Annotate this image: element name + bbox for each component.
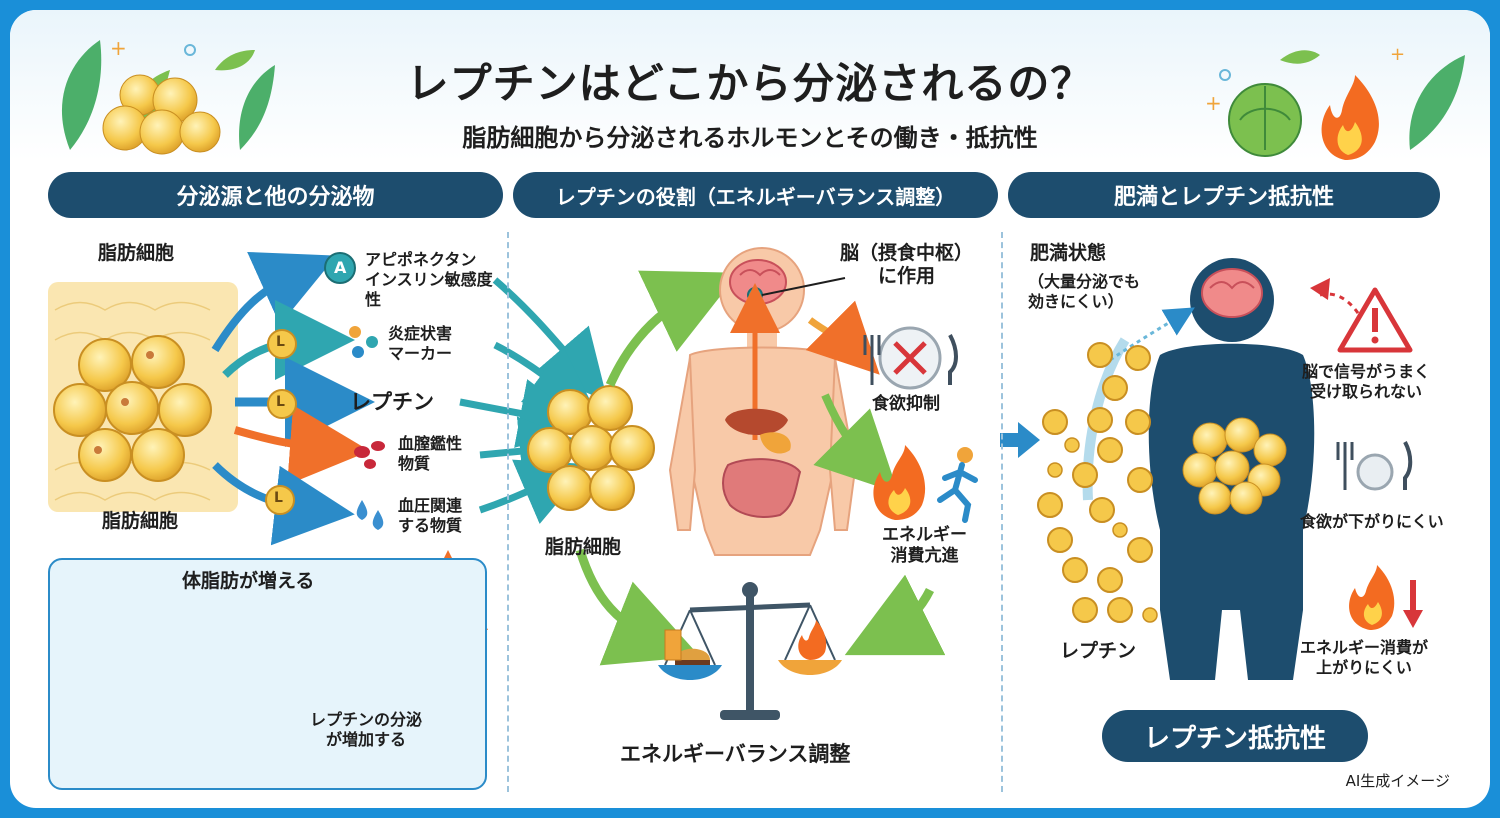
knife-icon bbox=[948, 334, 958, 385]
knife-icon bbox=[1403, 441, 1413, 490]
arrow-icon bbox=[1403, 610, 1423, 628]
leptin-label: レプチン bbox=[1060, 640, 1137, 662]
page-title: レプチンはどこから分泌されるの？ bbox=[406, 59, 1094, 108]
illustration-layer: + + + bbox=[48, 36, 1465, 758]
fat-cell-cluster bbox=[53, 335, 212, 482]
energy-expenditure-label: エネルギー 消費亢進 bbox=[882, 525, 967, 567]
adiponectin-badge bbox=[324, 252, 356, 284]
brain-icon bbox=[1201, 268, 1263, 318]
clot-substance-label: 血膣鑑性 物質 bbox=[398, 434, 463, 473]
page-subtitle: 脂肪細胞から分泌されるホルモンとその働き・抵抗性 bbox=[462, 124, 1038, 152]
fork-icon bbox=[863, 335, 881, 385]
appetite-resistance-label: 食欲が下がりにくい bbox=[1300, 512, 1444, 531]
infographic-frame: + + + bbox=[10, 10, 1490, 808]
arrow-icon bbox=[233, 405, 370, 485]
obese-note-label: （大量分泌でも 効きにくい） bbox=[1028, 272, 1141, 311]
svg-text:+: + bbox=[110, 36, 127, 60]
fat-increase-label: 体脂肪が増える bbox=[182, 570, 315, 592]
adiponectin-label: アピポネクタン インスリン敏感度性 bbox=[365, 250, 493, 309]
fat-cell-label: 脂肪細胞 bbox=[545, 536, 622, 558]
energy-balance-label: エネルギーバランス調整 bbox=[620, 742, 851, 766]
section-divider bbox=[1001, 232, 1003, 792]
fat-cell-cluster bbox=[1182, 417, 1287, 515]
flame-icon bbox=[1349, 565, 1395, 630]
fat-cell-cluster bbox=[527, 385, 655, 511]
leptin-badge-letter: L bbox=[274, 490, 283, 506]
leptin-label: レプチン bbox=[350, 390, 434, 414]
section-header-resistance: 肥満とレプチン抵抗性 bbox=[1008, 172, 1440, 218]
blood-cell-icon bbox=[354, 441, 385, 469]
warning-icon bbox=[1337, 287, 1413, 353]
fat-increase-panel bbox=[48, 558, 487, 790]
svg-text:+: + bbox=[1390, 44, 1405, 65]
inflammation-icon bbox=[349, 326, 378, 358]
obese-state-label: 肥満状態 bbox=[1030, 242, 1107, 264]
organs bbox=[722, 408, 802, 518]
leptin-badge-letter: L bbox=[276, 334, 285, 350]
inflammation-label: 炎症状害 マーカー bbox=[388, 324, 453, 363]
arrow-icon bbox=[1018, 422, 1040, 458]
brain-action-label: 脳（摂食中枢） に作用 bbox=[840, 242, 974, 287]
fat-cell-icon bbox=[102, 74, 221, 155]
leptin-badge bbox=[265, 329, 297, 515]
signal-warning-label: 脳で信号がうまく 受け取られない bbox=[1302, 362, 1431, 401]
svg-text:+: + bbox=[1205, 91, 1222, 115]
runner-icon bbox=[937, 447, 978, 523]
leptin-badge-cluster bbox=[1037, 342, 1158, 623]
brain-icon bbox=[729, 259, 787, 305]
leptin-resistance-badge: レプチン抵抗性 bbox=[1102, 710, 1368, 762]
burger-icon bbox=[675, 648, 710, 665]
flame-icon bbox=[1321, 75, 1379, 160]
cabbage-icon bbox=[1228, 83, 1302, 157]
flame-icon bbox=[873, 445, 926, 520]
adiponectin-badge-letter: A bbox=[334, 258, 347, 277]
arrow-icon bbox=[211, 251, 337, 353]
arrow-icon bbox=[212, 462, 355, 546]
energy-resistance-label: エネルギー消費が 上がりにくい bbox=[1300, 638, 1429, 677]
leptin-increase-label: レプチンの分泌 が増加する bbox=[310, 710, 423, 749]
drink-icon bbox=[664, 629, 682, 661]
droplet-icon bbox=[356, 500, 384, 530]
section-header-source: 分泌源と他の分泌物 bbox=[48, 172, 503, 218]
ai-credit: AI生成イメージ bbox=[1345, 772, 1450, 790]
appetite-suppression-label: 食欲抑制 bbox=[872, 394, 940, 414]
leaf-icon bbox=[1280, 50, 1465, 150]
scale-icon bbox=[658, 582, 842, 720]
section-divider bbox=[507, 232, 509, 792]
plate-icon bbox=[1356, 453, 1394, 491]
arrow-icon bbox=[222, 300, 355, 381]
plate-icon bbox=[878, 326, 942, 390]
section-header-role: レプチンの役割（エネルギーバランス調整） bbox=[513, 172, 998, 218]
fat-cell-label: 脂肪細胞 bbox=[102, 510, 179, 532]
flame-icon bbox=[798, 620, 827, 660]
fork-icon bbox=[1336, 442, 1354, 490]
pressure-substance-label: 血圧関連 する物質 bbox=[398, 496, 463, 535]
fat-cell-label: 脂肪細胞 bbox=[98, 242, 175, 264]
leptin-badge-letter: L bbox=[276, 394, 285, 410]
